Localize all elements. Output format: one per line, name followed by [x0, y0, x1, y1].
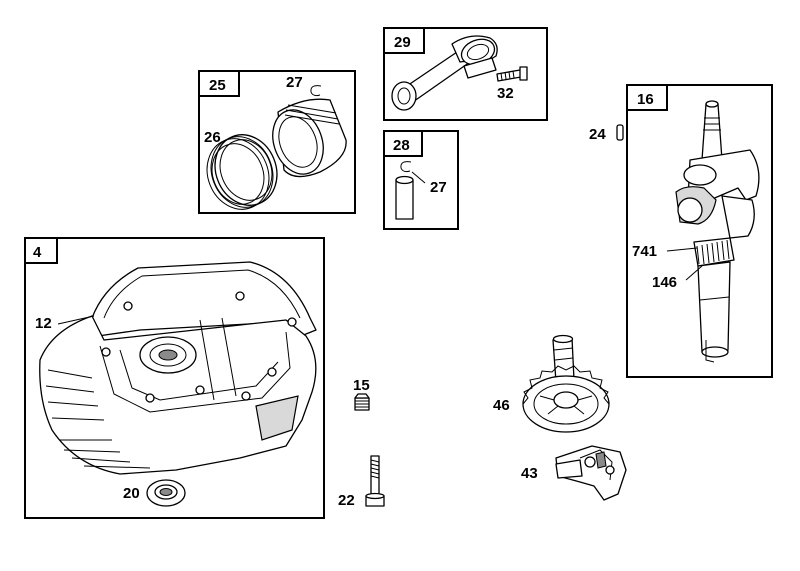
pin-clip	[400, 161, 412, 173]
flywheel-key	[616, 124, 624, 141]
camshaft-gear	[522, 334, 610, 433]
group-25-piston-box: 25 27 26	[198, 70, 356, 214]
crankshaft	[675, 100, 760, 363]
label-15-plug: 15	[353, 377, 370, 394]
piston-pin	[395, 175, 414, 220]
label-27-piston-clip: 27	[286, 74, 303, 91]
piston-rings	[206, 134, 278, 210]
group-28-number: 28	[393, 137, 410, 154]
group-29-rod-box: 29 32	[383, 27, 548, 121]
label-741: 741	[632, 243, 657, 260]
group-16-crankshaft-box: 16 741 146	[626, 84, 773, 378]
connecting-rod	[391, 35, 498, 111]
label-12-gasket: 12	[35, 315, 52, 332]
oil-seal	[146, 479, 186, 507]
rod-bolt	[496, 66, 528, 82]
label-22-bolt: 22	[338, 492, 355, 509]
label-26-rings: 26	[204, 129, 221, 146]
group-4-number: 4	[33, 244, 42, 261]
label-46-cam-gear: 46	[493, 397, 510, 414]
label-20-seal: 20	[123, 485, 140, 502]
label-32-rod-bolt: 32	[497, 85, 514, 102]
governor-assembly	[555, 445, 627, 501]
group-29-number: 29	[394, 34, 411, 51]
label-43-governor: 43	[521, 465, 538, 482]
crankcase-bolt	[365, 455, 385, 507]
group-28-pin-box: 28 27	[383, 130, 459, 230]
drain-plug	[354, 393, 370, 411]
piston-pin-clip	[310, 85, 322, 97]
piston	[272, 98, 347, 178]
label-27-pin-clip: 27	[430, 179, 447, 196]
group-25-number: 25	[209, 77, 226, 94]
group-4-crankcase-box: 4	[24, 237, 325, 519]
label-24-key: 24	[589, 126, 606, 143]
crankcase	[39, 261, 317, 475]
group-16-number: 16	[637, 91, 654, 108]
label-146: 146	[652, 274, 677, 291]
